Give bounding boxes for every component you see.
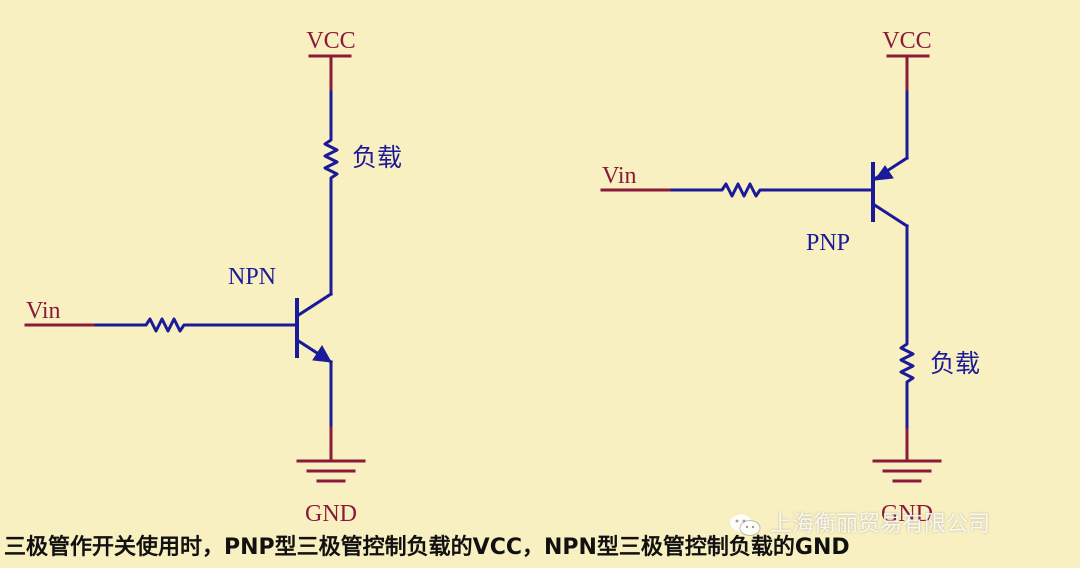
left-base-resistor [138, 317, 192, 333]
npn-transistor-symbol [294, 291, 334, 365]
left-npn-label: NPN [228, 264, 276, 290]
left-vcc-symbol [308, 54, 352, 94]
right-pnp-label: PNP [806, 230, 850, 256]
pnp-transistor-symbol [870, 155, 910, 229]
right-gnd-symbol [872, 428, 942, 483]
watermark: 上海衡丽贸易有限公司 [728, 506, 990, 538]
wechat-icon [728, 513, 762, 537]
right-base-resistor [714, 182, 768, 198]
right-vcc-symbol [886, 54, 930, 94]
left-load-resistor [323, 130, 339, 186]
left-vin-label: Vin [26, 298, 61, 324]
left-gnd-label: GND [305, 501, 357, 527]
right-load-resistor [899, 334, 915, 390]
right-vcc-label: VCC [882, 28, 931, 54]
left-gnd-symbol [296, 426, 366, 483]
left-vcc-label: VCC [306, 28, 355, 54]
watermark-text: 上海衡丽贸易有限公司 [770, 512, 991, 537]
caption: 三极管作开关使用时，PNP型三极管控制负载的VCC，NPN型三极管控制负载的GN… [4, 535, 850, 560]
right-load-label: 负载 [930, 349, 980, 378]
right-gnd-label: GND [881, 501, 933, 527]
left-load-label: 负载 [352, 143, 402, 172]
right-vin-label: Vin [602, 163, 637, 189]
